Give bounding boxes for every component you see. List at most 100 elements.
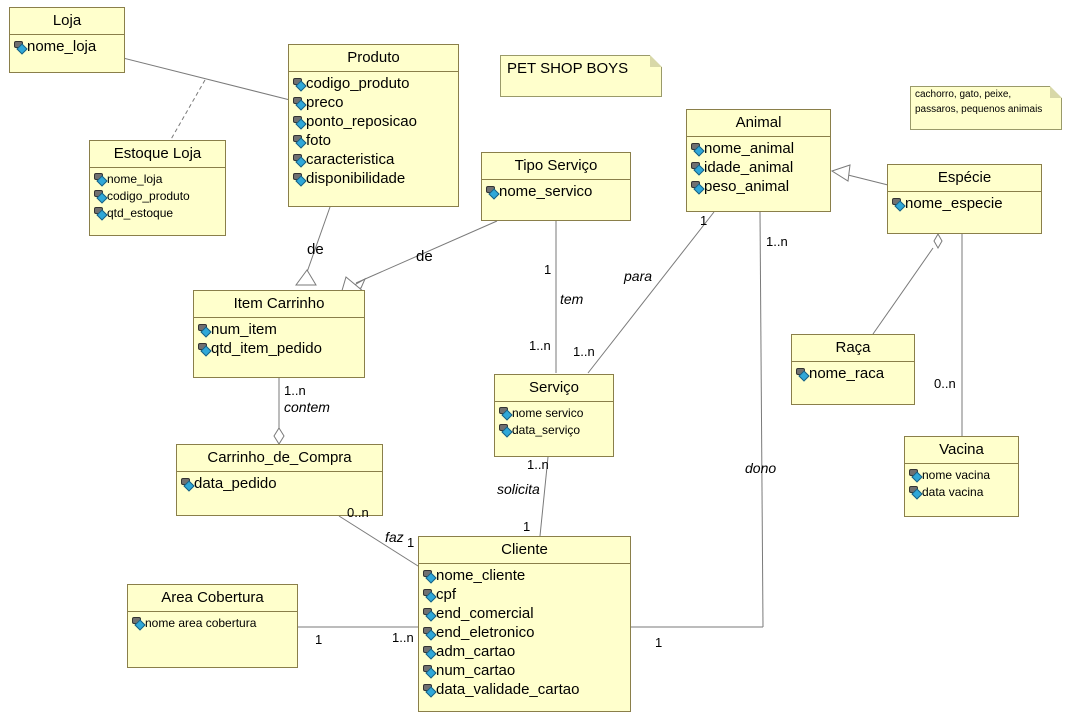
attribute-row: qtd_estoque xyxy=(94,204,225,221)
multiplicity-label: 1..n xyxy=(284,383,306,398)
key-attribute-icon xyxy=(796,367,810,382)
attribute-row: nome vacina xyxy=(909,466,1018,483)
class-area-cobertura[interactable]: Area Cobertura nome area cobertura xyxy=(127,584,298,668)
key-attribute-icon xyxy=(423,588,437,603)
class-raca[interactable]: Raça nome_raca xyxy=(791,334,915,405)
class-loja[interactable]: Loja nome_loja xyxy=(9,7,125,73)
multiplicity-label: 1..n xyxy=(529,338,551,353)
attribute-label: foto xyxy=(306,132,332,149)
key-attribute-icon xyxy=(499,423,513,438)
key-attribute-icon xyxy=(293,96,307,111)
association-label-dono: dono xyxy=(745,460,777,476)
class-tipo-servico[interactable]: Tipo Serviço nome_servico xyxy=(481,152,631,221)
attribute-label: disponibilidade xyxy=(306,170,406,187)
key-attribute-icon xyxy=(94,172,108,187)
key-attribute-icon xyxy=(14,40,28,55)
key-attribute-icon xyxy=(691,180,705,195)
attribute-label: idade_animal xyxy=(704,159,794,176)
attribute-label: nome area cobertura xyxy=(145,615,257,630)
note-fold-corner xyxy=(650,55,662,67)
note-text: PET SHOP BOYS xyxy=(507,60,629,77)
attribute-row: end_comercial xyxy=(423,604,630,623)
association-label-de: de xyxy=(416,248,433,265)
attribute-label: data_pedido xyxy=(194,475,277,492)
attribute-row: nome servico xyxy=(499,404,613,421)
attribute-label: codigo_produto xyxy=(306,75,410,92)
key-attribute-icon xyxy=(909,468,923,483)
key-attribute-icon xyxy=(909,485,923,500)
attribute-row: disponibilidade xyxy=(293,169,458,188)
multiplicity-label: 0..n xyxy=(347,505,369,520)
attribute-label: nome_raca xyxy=(809,365,885,382)
attribute-label: caracteristica xyxy=(306,151,395,168)
note-text: passaros, pequenos animais xyxy=(915,104,1043,115)
attribute-label: preco xyxy=(306,94,344,111)
multiplicity-label: 0..n xyxy=(934,376,956,391)
association-label-de: de xyxy=(307,241,324,258)
attribute-row: ponto_reposicao xyxy=(293,112,458,131)
class-servico[interactable]: Serviço nome servico data_serviço xyxy=(494,374,614,457)
key-attribute-icon xyxy=(423,683,437,698)
attribute-row: nome_animal xyxy=(691,139,830,158)
class-title: Item Carrinho xyxy=(194,291,364,318)
attribute-row: nome_loja xyxy=(14,37,124,56)
key-attribute-icon xyxy=(94,189,108,204)
class-estoque-loja[interactable]: Estoque Loja nome_loja codigo_produto qt… xyxy=(89,140,226,236)
attribute-label: num_item xyxy=(211,321,277,338)
class-title: Area Cobertura xyxy=(128,585,297,612)
multiplicity-label: 1..n xyxy=(392,630,414,645)
class-title: Carrinho_de_Compra xyxy=(177,445,382,472)
attribute-row: idade_animal xyxy=(691,158,830,177)
key-attribute-icon xyxy=(181,477,195,492)
key-attribute-icon xyxy=(892,197,906,212)
key-attribute-icon xyxy=(198,342,212,357)
class-vacina[interactable]: Vacina nome vacina data vacina xyxy=(904,436,1019,517)
attribute-row: data_serviço xyxy=(499,421,613,438)
attribute-label: peso_animal xyxy=(704,178,790,195)
attribute-row: nome area cobertura xyxy=(132,614,297,631)
key-attribute-icon xyxy=(423,645,437,660)
attribute-row: nome_especie xyxy=(892,194,1041,213)
attribute-label: codigo_produto xyxy=(107,188,190,203)
class-item-carrinho[interactable]: Item Carrinho num_item qtd_item_pedido xyxy=(193,290,365,378)
key-attribute-icon xyxy=(132,616,146,631)
attribute-row: codigo_produto xyxy=(293,74,458,93)
multiplicity-label: 1 xyxy=(315,632,323,647)
attribute-label: data_validade_cartao xyxy=(436,681,580,698)
class-title: Produto xyxy=(289,45,458,72)
multiplicity-label: 1 xyxy=(700,213,708,228)
attribute-row: data_pedido xyxy=(181,474,382,493)
attribute-row: nome_servico xyxy=(486,182,630,201)
attribute-row: num_item xyxy=(198,320,364,339)
attribute-label: nome vacina xyxy=(922,467,991,482)
attribute-row: peso_animal xyxy=(691,177,830,196)
class-title: Raça xyxy=(792,335,914,362)
class-carrinho-de-compra[interactable]: Carrinho_de_Compra data_pedido xyxy=(176,444,383,516)
class-cliente[interactable]: Cliente nome_cliente cpf end_comercial e… xyxy=(418,536,631,712)
class-title: Espécie xyxy=(888,165,1041,192)
attribute-label: data_serviço xyxy=(512,422,581,437)
attribute-label: adm_cartao xyxy=(436,643,516,660)
attribute-label: qtd_item_pedido xyxy=(211,340,322,357)
key-attribute-icon xyxy=(691,142,705,157)
class-animal[interactable]: Animal nome_animal idade_animal peso_ani… xyxy=(686,109,831,212)
attribute-label: end_comercial xyxy=(436,605,534,622)
multiplicity-label: 1 xyxy=(407,535,415,550)
attribute-row: foto xyxy=(293,131,458,150)
key-attribute-icon xyxy=(293,77,307,92)
attribute-label: ponto_reposicao xyxy=(306,113,417,130)
key-attribute-icon xyxy=(94,206,108,221)
class-especie[interactable]: Espécie nome_especie xyxy=(887,164,1042,234)
key-attribute-icon xyxy=(293,115,307,130)
key-attribute-icon xyxy=(423,569,437,584)
association-label-contem: contem xyxy=(284,399,330,415)
key-attribute-icon xyxy=(293,134,307,149)
class-title: Animal xyxy=(687,110,830,137)
attribute-label: cpf xyxy=(436,586,457,603)
attribute-row: qtd_item_pedido xyxy=(198,339,364,358)
multiplicity-label: 1 xyxy=(523,519,531,534)
association-label-faz: faz xyxy=(385,529,404,545)
key-attribute-icon xyxy=(691,161,705,176)
class-title: Serviço xyxy=(495,375,613,402)
class-produto[interactable]: Produto codigo_produto preco ponto_repos… xyxy=(288,44,459,207)
